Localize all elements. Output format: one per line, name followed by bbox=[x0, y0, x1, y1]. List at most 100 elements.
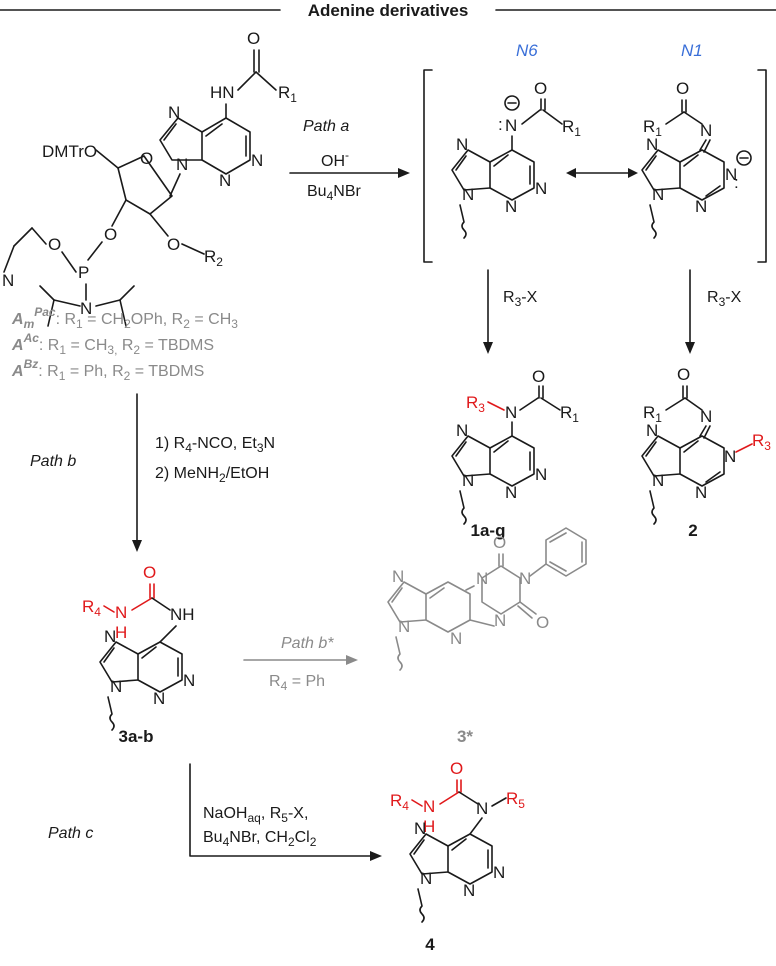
atom-O-p4: O bbox=[450, 759, 463, 778]
label-N1: N1 bbox=[681, 41, 703, 60]
path-b-arrow: Path b 1) R4-NCO, Et3N 2) MeNH2/EtOH bbox=[30, 393, 275, 552]
atom-N-p3s: N bbox=[476, 569, 488, 588]
atom-HN-sm: HN bbox=[210, 83, 235, 102]
atom-O2-p3s: O bbox=[536, 613, 549, 632]
atom-N3-n1: N bbox=[695, 197, 707, 216]
atom-N-urea-p4: N bbox=[423, 797, 435, 816]
atom-O-n6: O bbox=[534, 79, 547, 98]
resonance-arrow bbox=[566, 168, 638, 178]
path-b-step1: 1) R4-NCO, Et3N bbox=[155, 435, 275, 455]
atom-R1-n6: R1 bbox=[562, 117, 581, 139]
path-bstar-condition: R4 = Ph bbox=[269, 673, 325, 693]
atom-R4-p3: R4 bbox=[82, 597, 101, 619]
legend-ABz: ABz: R1 = Ph, R2 = TBDMS bbox=[11, 357, 204, 383]
atom-N7-n6: N bbox=[456, 135, 468, 154]
product-2: O R1 N N R3 N N N 2 bbox=[641, 365, 771, 540]
atom-N7-p3s: N bbox=[392, 567, 404, 586]
atom-N-p4: N bbox=[476, 799, 488, 818]
path-c-label: Path c bbox=[48, 825, 93, 842]
atom-N3-p3s: N bbox=[450, 629, 462, 648]
atom-N1-n1: N bbox=[725, 165, 737, 184]
atom-P: P bbox=[78, 263, 89, 282]
compound-label-3a-b: 3a-b bbox=[119, 727, 154, 746]
starting-phosphoramidite: O R1 HN N N N N O DMTrO O O R2 P O bbox=[2, 29, 297, 327]
atom-O-P: O bbox=[48, 235, 61, 254]
product-1a-g: R3 N O R1 N N N N 1a-g bbox=[451, 367, 579, 540]
atom-N1-p3: N bbox=[183, 671, 195, 690]
atom-H-urea-p3: H bbox=[115, 623, 127, 642]
alkylation-arrow-N6: R3-X bbox=[483, 269, 538, 354]
atom-Nph-p3s: N bbox=[519, 569, 531, 588]
label-N6: N6 bbox=[516, 41, 538, 60]
compound-label-3star: 3* bbox=[457, 727, 473, 746]
product-4: O R4 N H N R5 N N N N 4 bbox=[390, 759, 525, 954]
path-bstar-label: Path b* bbox=[281, 635, 334, 652]
atom-N3-sm: N bbox=[219, 171, 231, 190]
atom-O-p3: O bbox=[143, 563, 156, 582]
atom-N7-p2: N bbox=[646, 421, 658, 440]
atom-N1-n6: N bbox=[535, 179, 547, 198]
atom-N3-p2: N bbox=[695, 483, 707, 502]
product-3a-b: O R4 N H NH N N N N 3a-b bbox=[82, 563, 195, 746]
atom-N9-n6: N bbox=[462, 185, 474, 204]
legend-AAc: AAc: R1 = CH3, R2 = TBDMS bbox=[11, 331, 214, 357]
atom-O3: O bbox=[104, 225, 117, 244]
alkylation-arrow-N1: R3-X bbox=[685, 269, 742, 354]
atom-N7-p1: N bbox=[456, 421, 468, 440]
atom-R4-p4: R4 bbox=[390, 791, 409, 813]
anion-N1: O R1 N N : N N N bbox=[641, 79, 752, 239]
atom-N9-p3s: N bbox=[398, 617, 410, 636]
atom-O-n1: O bbox=[676, 79, 689, 98]
atom-N1-p4: N bbox=[493, 863, 505, 882]
legend-Am: AmPac: R1 = CH2OPh, R2 = CH3 bbox=[11, 305, 238, 331]
atom-R3-p2: R3 bbox=[752, 431, 771, 453]
atom-N-nitrile: N bbox=[2, 271, 14, 290]
atom-O-ring: O bbox=[140, 149, 153, 168]
atom-N9-sm: N bbox=[176, 155, 188, 174]
atom-O-p1: O bbox=[532, 367, 545, 386]
atom-N7-p3: N bbox=[104, 627, 116, 646]
atom-N-p1: N bbox=[505, 403, 517, 422]
atom-N9-p3: N bbox=[110, 677, 122, 696]
path-c-line2: Bu4NBr, CH2Cl2 bbox=[203, 829, 317, 849]
alkylation-reagent-N6: R3-X bbox=[503, 289, 538, 309]
product-3star: O N O N N N N N 3* bbox=[387, 527, 587, 746]
atom-R3-p1: R3 bbox=[466, 393, 485, 415]
resonance-bracket: N6 N1 bbox=[423, 41, 767, 263]
scheme-title: Adenine derivatives bbox=[308, 1, 469, 20]
path-bstar-arrow: Path b* R4 = Ph bbox=[243, 635, 358, 693]
atom-N9-p4: N bbox=[420, 869, 432, 888]
atom-N9-p1: N bbox=[462, 471, 474, 490]
atom-R1-sm: R1 bbox=[278, 83, 297, 105]
compound-label-1a-g: 1a-g bbox=[471, 521, 506, 540]
atom-N9-n1: N bbox=[652, 185, 664, 204]
atom-H-urea-p4: H bbox=[423, 817, 435, 836]
atom-N1-p2: N bbox=[724, 447, 736, 466]
path-a-reagent: OH- bbox=[321, 148, 349, 170]
atom-O1-p3s: O bbox=[493, 533, 506, 552]
atom-N3-p1: N bbox=[505, 483, 517, 502]
atom-N7-n1: N bbox=[646, 135, 658, 154]
atom-R2-sm: R2 bbox=[204, 247, 223, 269]
atom-N9-p2: N bbox=[652, 471, 664, 490]
svg-text::: : bbox=[498, 115, 503, 134]
atom-O-p2: O bbox=[677, 365, 690, 384]
atom-N3-p3: N bbox=[153, 689, 165, 708]
path-b-label: Path b bbox=[30, 453, 76, 470]
atom-DMTrO: DMTrO bbox=[42, 142, 97, 161]
atom-N-n1: N bbox=[700, 121, 712, 140]
path-a-label: Path a bbox=[303, 118, 349, 135]
atom-R5-p4: R5 bbox=[506, 789, 525, 811]
atom-N-amide: N bbox=[80, 299, 92, 318]
atom-N7-sm: N bbox=[168, 103, 180, 122]
alkylation-reagent-N1: R3-X bbox=[707, 289, 742, 309]
atom-O-sm: O bbox=[247, 29, 260, 48]
atom-N1-sm: N bbox=[251, 151, 263, 170]
atom-N-p2: N bbox=[700, 407, 712, 426]
path-c-line1: NaOHaq, R5-X, bbox=[203, 805, 308, 825]
path-a-arrow: Path a OH- Bu4NBr bbox=[289, 118, 410, 203]
atom-N-urea-p3: N bbox=[115, 603, 127, 622]
atom-N3-p4: N bbox=[463, 881, 475, 900]
atom-NH-p3: NH bbox=[170, 605, 195, 624]
